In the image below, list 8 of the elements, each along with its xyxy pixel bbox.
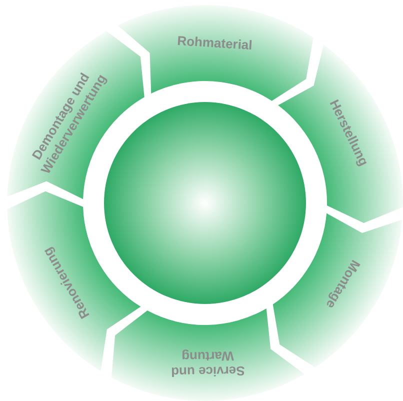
cycle-segment [118,5,314,101]
segment-label: Service und Wartung [170,348,246,379]
cycle-segment [272,213,402,368]
cycle-segment [7,191,141,372]
cycle-segment [278,44,403,224]
cycle-segment [7,31,144,200]
cycle-segment [111,308,305,401]
segment-label: Rohmaterial [176,34,253,54]
